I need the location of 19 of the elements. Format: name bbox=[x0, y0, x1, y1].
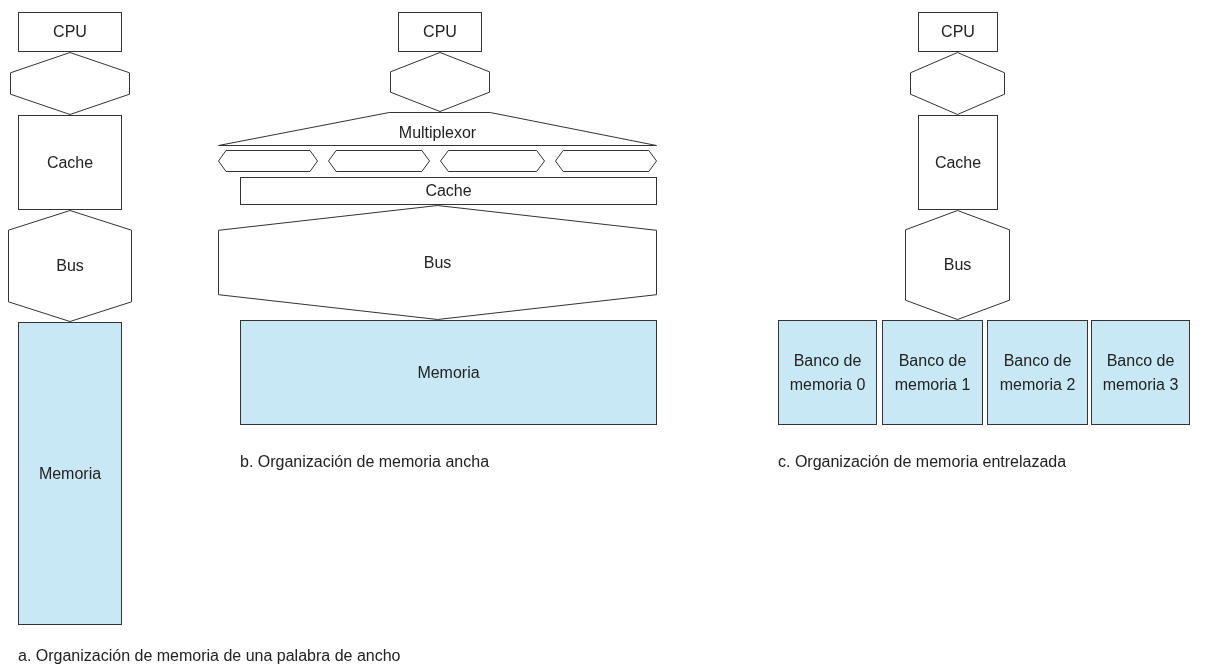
figure-caption: c. Organización de memoria entrelazada bbox=[778, 453, 1067, 471]
multiplexor-label: Multiplexor bbox=[398, 124, 477, 143]
figure-caption: a. Organización de memoria de una palabra de ancho bbox=[18, 647, 401, 665]
memory-bank-box: Banco de memoria 3 bbox=[1091, 320, 1190, 425]
bus-label: Bus bbox=[423, 253, 452, 272]
memory-box: Memoria bbox=[240, 320, 657, 425]
memory-bank-box: Banco de memoria 1 bbox=[882, 320, 983, 425]
memory-box: Memoria bbox=[18, 322, 122, 625]
processor-box: CPU bbox=[18, 12, 122, 52]
bus-label: Bus bbox=[943, 256, 972, 274]
cache-box: Cache bbox=[18, 115, 122, 210]
processor-box: CPU bbox=[398, 12, 482, 52]
cache-box: Cache bbox=[240, 177, 657, 205]
processor-box: CPU bbox=[918, 12, 998, 52]
cache-box: Cache bbox=[918, 115, 998, 210]
bus-label: Bus bbox=[56, 257, 84, 275]
memory-bank-box: Banco de memoria 0 bbox=[778, 320, 877, 425]
memory-bank-box: Banco de memoria 2 bbox=[987, 320, 1088, 425]
figure-caption: b. Organización de memoria ancha bbox=[240, 453, 490, 471]
